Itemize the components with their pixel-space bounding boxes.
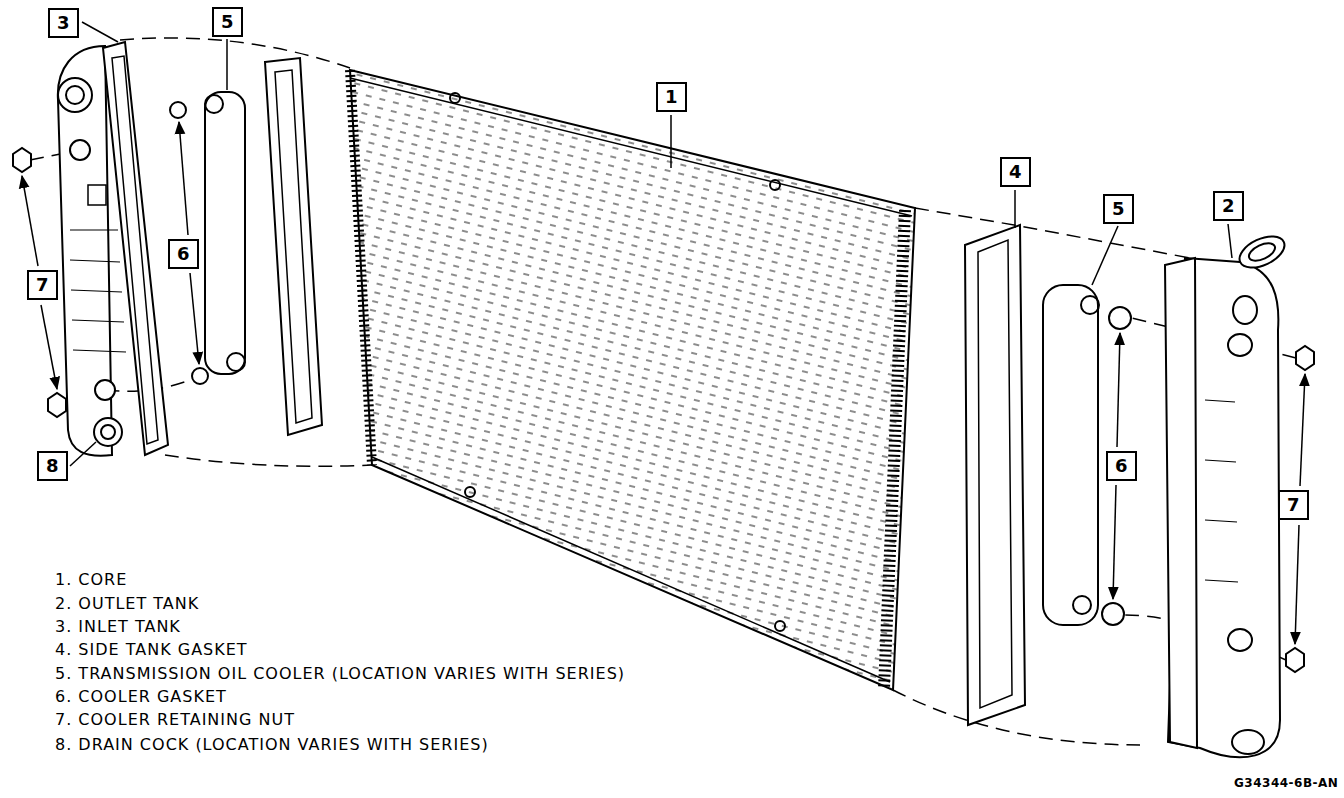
cooler-gasket [1102, 603, 1124, 625]
leader-lines [70, 22, 1232, 466]
callout-number: 2 [1222, 195, 1235, 216]
drain-cock [94, 418, 122, 446]
legend-entry: 1. CORE [55, 570, 127, 590]
callout-box: 5 [212, 7, 243, 37]
core-side-strip [350, 70, 372, 465]
callout-number: 7 [1287, 494, 1300, 515]
side-tank-gasket [265, 58, 322, 435]
callout-box: 4 [1000, 157, 1031, 187]
callout-box: 6 [168, 239, 199, 269]
callout-box: 5 [1103, 194, 1134, 224]
cooler-nut [1286, 648, 1304, 672]
side-tank-gasket [965, 225, 1025, 725]
legend-entry: 3. INLET TANK [55, 617, 181, 637]
cooler-nut [1296, 346, 1314, 370]
callout-number: 6 [1115, 455, 1128, 476]
cooler-nut [13, 148, 31, 172]
callout-number: 7 [36, 274, 49, 295]
figure-code: G34344-6B-AN [1234, 773, 1338, 793]
cooler-gasket [170, 102, 186, 118]
callout-number: 8 [46, 455, 59, 476]
callout-number: 3 [57, 12, 70, 33]
core [350, 70, 915, 690]
oil-cooler [1043, 285, 1098, 625]
double-arrows [22, 122, 1305, 644]
legend-entry: 8. DRAIN COCK (LOCATION VARIES WITH SERI… [55, 735, 489, 755]
cooler-gasket [192, 368, 208, 384]
callout-box: 8 [37, 451, 68, 481]
callout-box: 7 [27, 270, 58, 300]
callout-number: 6 [177, 243, 190, 264]
callout-number: 1 [665, 86, 678, 107]
legend-entry: 7. COOLER RETAINING NUT [55, 710, 295, 730]
legend-entry: 5. TRANSMISSION OIL COOLER (LOCATION VAR… [55, 664, 625, 684]
cooler-nut [48, 393, 66, 417]
cooler-gasket [1109, 307, 1131, 329]
callout-box: 1 [656, 82, 687, 112]
filler-neck [1235, 230, 1289, 274]
assembly-lines [30, 38, 1296, 745]
legend-entry: 6. COOLER GASKET [55, 687, 227, 707]
outlet [1232, 730, 1264, 754]
callout-number: 4 [1009, 161, 1022, 182]
tank-flange [1165, 258, 1197, 748]
core-side-strip [884, 210, 905, 688]
legend-entry: 2. OUTLET TANK [55, 594, 199, 614]
callout-box: 6 [1106, 451, 1137, 481]
oil-cooler [205, 92, 245, 374]
callout-number: 5 [1112, 198, 1125, 219]
callout-number: 5 [221, 11, 234, 32]
callout-box: 3 [48, 8, 79, 38]
legend-entry: 4. SIDE TANK GASKET [55, 640, 248, 660]
callout-box: 7 [1278, 490, 1309, 520]
exploded-view [13, 22, 1314, 757]
callout-box: 2 [1213, 191, 1244, 221]
